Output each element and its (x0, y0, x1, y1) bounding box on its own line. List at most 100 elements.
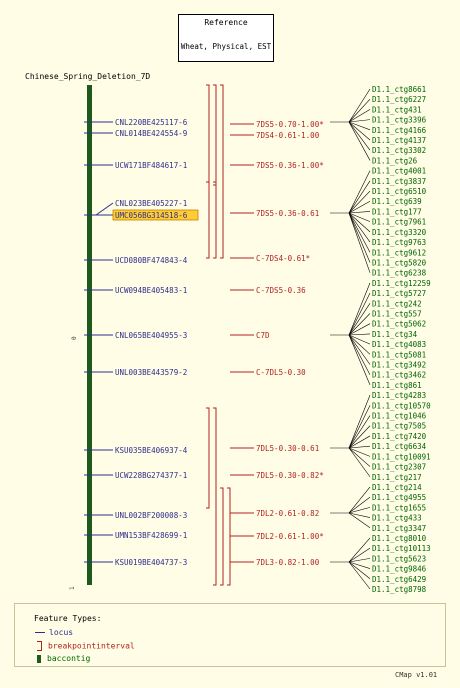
contig-label[interactable]: D1.1_ctg4001 (372, 167, 426, 176)
contig-connector (348, 512, 371, 518)
contig-connector (348, 282, 371, 336)
contig-label[interactable]: D1.1_ctg214 (372, 483, 422, 492)
contig-connector (348, 507, 371, 514)
contig-label[interactable]: D1.1_ctg1046 (372, 412, 427, 421)
locus-label[interactable]: CNL023BE405227-1 (115, 199, 187, 208)
contig-connector (348, 561, 371, 580)
contig-label[interactable]: D1.1_ctg4083 (372, 340, 426, 349)
contig-label[interactable]: D1.1_ctg5820 (372, 258, 427, 267)
interval-label[interactable]: 7DL2-0.61-1.00* (256, 532, 324, 541)
locus-label[interactable]: UCW171BF484617-1 (115, 161, 187, 170)
contig-connector (348, 333, 371, 336)
contig-label[interactable]: D1.1_ctg3492 (372, 361, 426, 370)
reference-box[interactable]: Reference Wheat, Physical, EST (178, 14, 274, 62)
contig-label[interactable]: D1.1_ctg4955 (372, 493, 426, 502)
contig-label[interactable]: D1.1_ctg5727 (372, 289, 426, 298)
contig-label[interactable]: D1.1_ctg6634 (372, 442, 427, 451)
contig-label[interactable]: D1.1_ctg5062 (372, 320, 426, 329)
locus-label[interactable]: UCW094BE405483-1 (115, 286, 187, 295)
contig-label[interactable]: D1.1_ctg34 (372, 330, 418, 339)
contig-label[interactable]: D1.1_ctg217 (372, 473, 422, 482)
bracket-icon (37, 641, 42, 651)
interval-label[interactable]: 7DL5-0.30-0.82* (256, 471, 324, 480)
contig-connector (348, 334, 371, 386)
contig-label[interactable]: D1.1_ctg6429 (372, 575, 426, 584)
locus-label[interactable]: UNL003BE443579-2 (115, 368, 187, 377)
interval-label[interactable]: C-7DL5-0.30 (256, 368, 306, 377)
contig-label[interactable]: D1.1_ctg7961 (372, 218, 426, 227)
contig-label[interactable]: D1.1_ctg26 (372, 156, 418, 165)
highlighted-locus-box[interactable] (112, 209, 199, 221)
interval-label[interactable]: 7DS5-0.36-0.61 (256, 209, 319, 218)
contig-connector (348, 486, 371, 514)
locus-label[interactable]: CNL065BE404955-3 (115, 331, 187, 340)
interval-label[interactable]: 7DL3-0.82-1.00 (256, 558, 320, 567)
locus-label[interactable]: CNL220BE425117-6 (115, 118, 188, 127)
contig-label[interactable]: D1.1_ctg5081 (372, 350, 426, 359)
interval-label[interactable]: 7DL2-0.61-0.82 (256, 509, 319, 518)
legend-item-baccontig: baccontig (35, 654, 90, 663)
locus-label[interactable]: UMN153BF428699-1 (115, 531, 187, 540)
contig-label[interactable]: D1.1_ctg9846 (372, 565, 427, 574)
contig-label[interactable]: D1.1_ctg6227 (372, 95, 426, 104)
contig-label[interactable]: D1.1_ctg3320 (372, 228, 427, 237)
contig-label[interactable]: D1.1_ctg8010 (372, 534, 427, 543)
interval-label[interactable]: 7DS5-0.36-1.00* (256, 161, 324, 170)
breakpoint-bracket (220, 487, 224, 586)
contig-label[interactable]: D1.1_ctg4137 (372, 136, 426, 145)
interval-label[interactable]: 7DS5-0.70-1.00* (256, 120, 324, 129)
line-icon (35, 632, 45, 633)
contig-label[interactable]: D1.1_ctg177 (372, 207, 422, 216)
interval-label[interactable]: C-7DS4-0.61* (256, 254, 310, 263)
contig-connector (348, 512, 371, 529)
contig-label[interactable]: D1.1_ctg433 (372, 514, 422, 523)
locus-label[interactable]: KSU019BE404737-3 (115, 558, 187, 567)
breakpoint-bracket (206, 407, 210, 509)
contig-label[interactable]: D1.1_ctg6510 (372, 187, 427, 196)
interval-label[interactable]: C7D (256, 331, 270, 340)
contig-label[interactable]: D1.1_ctg7420 (372, 432, 427, 441)
contig-label[interactable]: D1.1_ctg12259 (372, 279, 431, 288)
contig-label[interactable]: D1.1_ctg4166 (372, 126, 427, 135)
contig-connector (348, 323, 371, 336)
contig-label[interactable]: D1.1_ctg10113 (372, 544, 431, 553)
contig-label[interactable]: D1.1_ctg5623 (372, 554, 426, 563)
contig-label[interactable]: D1.1_ctg2307 (372, 463, 426, 472)
breakpoint-bracket (227, 487, 231, 586)
locus-label[interactable]: KSU035BE406937-4 (115, 446, 188, 455)
contig-label[interactable]: D1.1_ctg9612 (372, 248, 426, 257)
locus-label[interactable]: UNL002BF200008-3 (115, 511, 187, 520)
contig-label[interactable]: D1.1_ctg639 (372, 197, 422, 206)
contig-label[interactable]: D1.1_ctg8798 (372, 585, 427, 594)
contig-label[interactable]: D1.1_ctg242 (372, 299, 422, 308)
locus-label[interactable]: UMC056BG314518-6 (115, 211, 188, 220)
interval-label[interactable]: 7DS4-0.61-1.00 (256, 131, 320, 140)
contig-label[interactable]: D1.1_ctg3462 (372, 371, 426, 380)
contig-label[interactable]: D1.1_ctg10091 (372, 452, 431, 461)
contig-label[interactable]: D1.1_ctg10570 (372, 401, 431, 410)
contig-label[interactable]: D1.1_ctg7505 (372, 422, 426, 431)
contig-label[interactable]: D1.1_ctg3302 (372, 146, 426, 155)
locus-label[interactable]: UCW228BG274377-1 (115, 471, 187, 480)
contig-label[interactable]: D1.1_ctg6238 (372, 269, 427, 278)
interval-label[interactable]: C-7DS5-0.36 (256, 286, 306, 295)
contig-label[interactable]: D1.1_ctg9763 (372, 238, 426, 247)
contig-label[interactable]: D1.1_ctg3347 (372, 524, 426, 533)
contig-label[interactable]: D1.1_ctg557 (372, 309, 422, 318)
locus-label[interactable]: UCD080BF474843-4 (115, 256, 188, 265)
contig-label[interactable]: D1.1_ctg4283 (372, 391, 426, 400)
contig-label[interactable]: D1.1_ctg861 (372, 381, 422, 390)
contig-connector (348, 547, 371, 563)
contig-label[interactable]: D1.1_ctg3837 (372, 177, 426, 186)
contig-connector (348, 121, 371, 141)
contig-label[interactable]: D1.1_ctg431 (372, 105, 422, 114)
contig-label[interactable]: D1.1_ctg3396 (372, 116, 427, 125)
contig-label[interactable]: D1.1_ctg8661 (372, 85, 426, 94)
map-title[interactable]: Chinese_Spring_Deletion_7D (25, 72, 151, 81)
locus-label[interactable]: CNL014BE424554-9 (115, 129, 187, 138)
legend-title: Feature Types: (34, 614, 102, 623)
interval-label[interactable]: 7DL5-0.30-0.61 (256, 444, 319, 453)
contig-connector (348, 211, 371, 214)
contig-label[interactable]: D1.1_ctg1655 (372, 503, 426, 512)
contig-connector (348, 561, 371, 590)
